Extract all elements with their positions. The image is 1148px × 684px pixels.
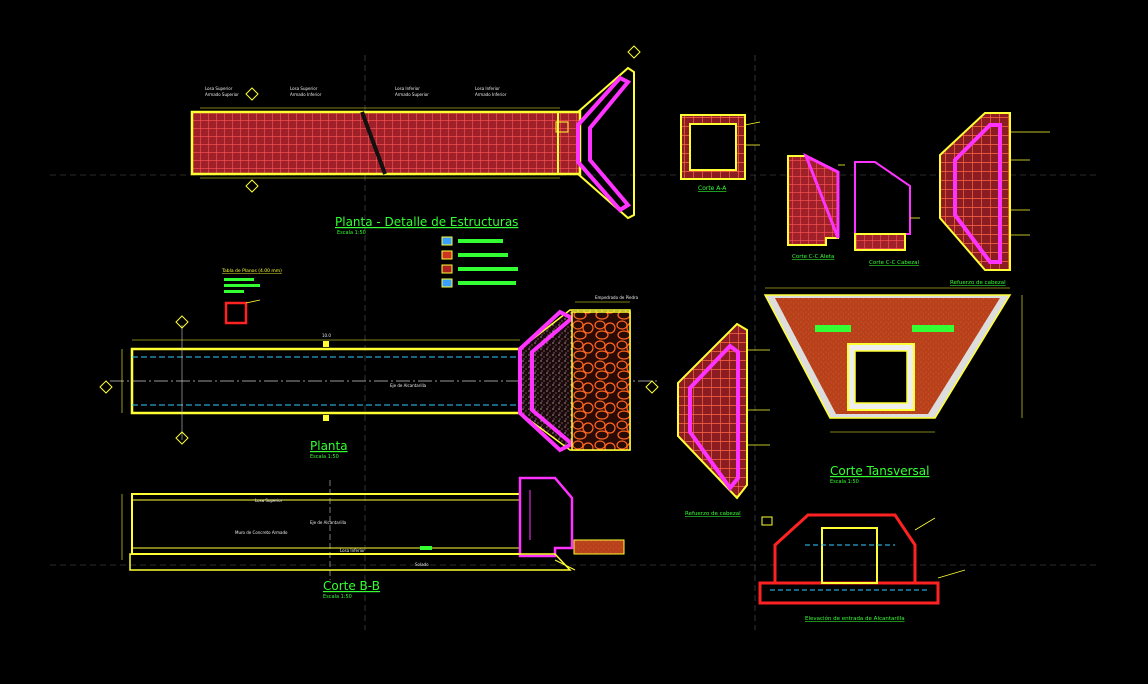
label-muro: Muro de Concreto Armado	[235, 530, 288, 535]
label-eje-alcantarilla: Eje de Alcantarilla	[390, 383, 427, 388]
elevacion-entrada[interactable]	[758, 513, 966, 605]
elevacion-title: Elevación de entrada de Alcantarilla	[805, 615, 905, 622]
corte-cc-cabezal[interactable]	[854, 161, 920, 251]
planta-detalle-scale: Escala 1:50	[337, 230, 366, 236]
tabla-planos: Tabla de Planos (4.00 mm)	[221, 268, 282, 325]
planta-detalle-plan[interactable]	[190, 45, 641, 220]
corte-transversal-title: Corte Tansversal	[830, 464, 929, 478]
refuerzo-cabezal-bottom[interactable]	[677, 322, 770, 500]
refuerzo-cabezal-bottom-title: Refuerzo de cabezal	[685, 511, 741, 517]
label-losa-superior-bb: Losa Superior	[255, 498, 283, 503]
planta-plan-view[interactable]	[99, 301, 660, 453]
label-armado-superior-2: Armado Superior	[395, 92, 429, 97]
label-armado-inferior: Armado Inferior	[290, 92, 322, 97]
label-losa-superior-2: Losa Superior	[290, 86, 318, 91]
label-losa-inferior: Losa Inferior	[395, 86, 420, 91]
label-solado: Solado	[415, 562, 429, 567]
refuerzo-cabezal-top[interactable]	[939, 112, 1050, 271]
label-losa-inferior-bb: Losa Inferior	[340, 548, 365, 553]
corte-aa-title: Corte A-A	[698, 185, 727, 192]
corte-bb-section[interactable]	[121, 476, 625, 580]
corte-bb-scale: Escala 1:50	[323, 594, 352, 600]
corte-bb-title: Corte B-B	[323, 579, 380, 593]
corte-transversal-scale: Escala 1:50	[830, 479, 859, 485]
refuerzo-cabezal-top-title: Refuerzo de cabezal	[950, 280, 1006, 286]
planta-scale: Escala 1:50	[310, 454, 339, 460]
corte-cc-aleta[interactable]	[787, 152, 845, 246]
label-armado-inferior-2: Armado Inferior	[475, 92, 507, 97]
corte-transversal[interactable]	[763, 287, 1023, 433]
planta-length-dim: 10.0	[322, 333, 331, 338]
label-losa-inferior-2: Losa Inferior	[475, 86, 500, 91]
corte-aa-section[interactable]	[680, 114, 761, 180]
label-armado-superior: Armado Superior	[205, 92, 239, 97]
label-eje-bb: Eje de Alcantarilla	[310, 520, 347, 525]
label-empedrado: Empedrado de Piedra	[595, 295, 639, 300]
svg-text:Tabla de Planos (4.00 mm): Tabla de Planos (4.00 mm)	[221, 268, 282, 274]
planta-detalle-title: Planta - Detalle de Estructuras	[335, 215, 518, 229]
planta-title: Planta	[310, 439, 348, 453]
corte-cc-cabezal-title: Corte C-C Cabezal	[869, 260, 920, 266]
legend	[441, 236, 518, 288]
corte-cc-aleta-title: Corte C-C Aleta	[792, 254, 834, 260]
label-losa-superior: Losa Superior	[205, 86, 233, 91]
